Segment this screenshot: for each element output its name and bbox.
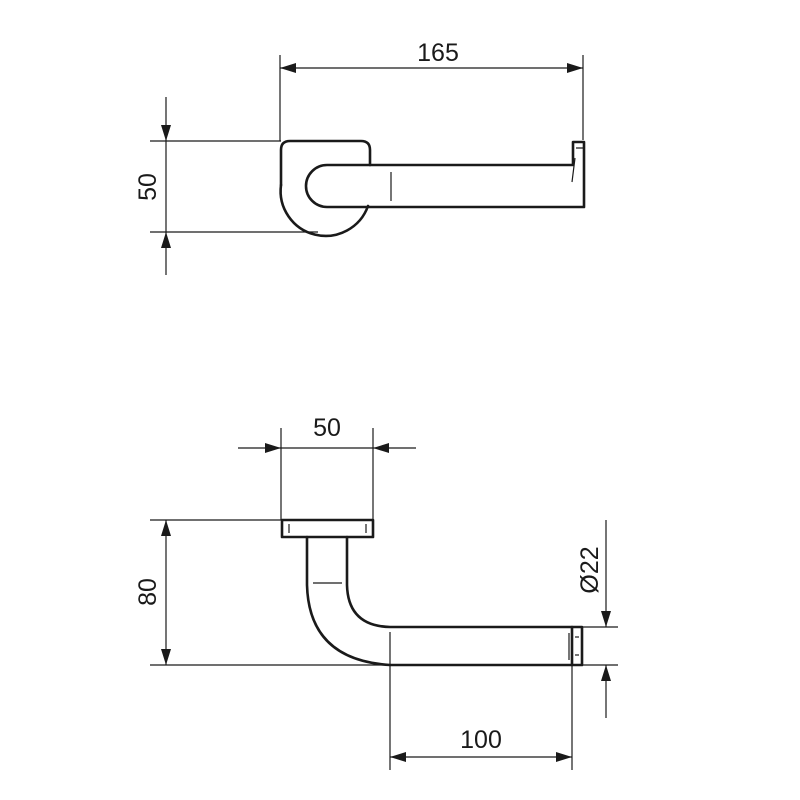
front-view: 50 80 Ø22 100: [134, 414, 618, 770]
dimension-165: 165: [279, 39, 584, 141]
dim-label-50-plate: 50: [313, 414, 341, 442]
top-view: 165 50: [134, 39, 586, 275]
dim-label-165: 165: [417, 39, 459, 67]
top-view-outline: [279, 139, 586, 238]
dimension-50-top: 50: [134, 97, 318, 275]
dim-label-50-top: 50: [134, 173, 162, 201]
dimension-100: 100: [389, 632, 573, 770]
dimension-80: 80: [134, 519, 618, 666]
dim-label-100: 100: [460, 726, 502, 754]
dim-label-diameter: Ø22: [576, 546, 604, 593]
front-view-outline: [280, 518, 584, 667]
dimension-diameter-22: Ø22: [576, 520, 618, 718]
dim-label-80: 80: [134, 578, 162, 606]
dimension-50-plate: 50: [238, 414, 416, 520]
